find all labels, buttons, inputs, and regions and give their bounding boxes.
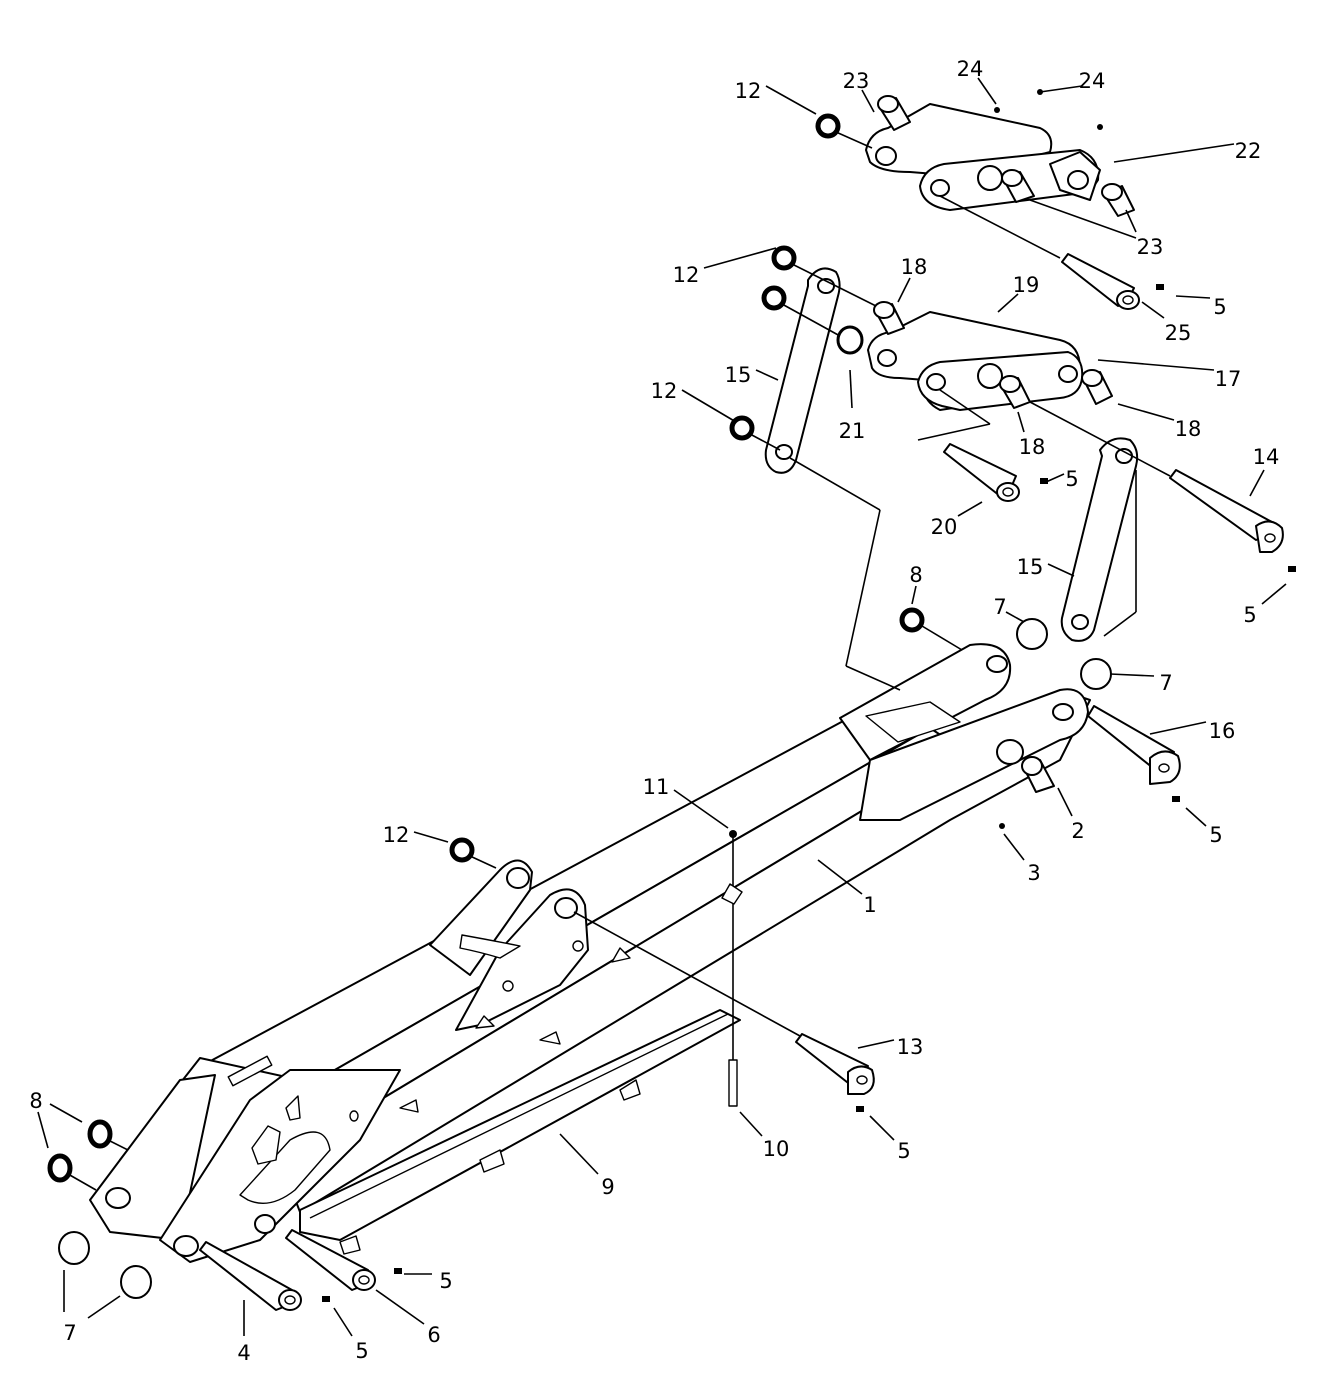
callout-leader-c5a <box>1175 295 1211 299</box>
callout-leader-c20 <box>957 501 983 517</box>
tie-rod <box>299 1009 741 1255</box>
callout-label-c2: 2 <box>1071 819 1084 843</box>
callout-leader-c8c <box>37 1111 49 1149</box>
callout-leader-c8a <box>911 585 917 605</box>
upper-link <box>764 267 841 474</box>
callout-leader-c9 <box>559 1133 599 1175</box>
callout-label-c23a: 23 <box>843 69 870 93</box>
callout-leader-c23c <box>1029 199 1137 239</box>
callout-leader-c5g <box>333 1307 353 1337</box>
callout-leader-c15b <box>1047 563 1075 577</box>
callout-leader-c5e <box>869 1115 895 1141</box>
callout-label-c18a: 18 <box>901 255 928 279</box>
callout-leader-c12a <box>765 85 817 115</box>
callout-label-c20: 20 <box>931 515 958 539</box>
callout-leader-c7a <box>1005 611 1025 623</box>
seal-rings <box>47 113 1112 1299</box>
callout-leader-c7b <box>1109 673 1155 677</box>
callout-label-c7a: 7 <box>993 595 1006 619</box>
callout-label-c5d: 5 <box>1209 823 1222 847</box>
callout-label-c22: 22 <box>1235 139 1262 163</box>
lower-link <box>1060 437 1139 642</box>
callout-leader-c17 <box>1097 359 1215 371</box>
callout-leader-c18c <box>1017 411 1025 433</box>
callout-leader-c19 <box>997 293 1019 313</box>
callout-label-c15b: 15 <box>1017 555 1044 579</box>
callout-label-c13: 13 <box>897 1035 924 1059</box>
callout-leader-c12c <box>681 389 737 423</box>
callout-leader-c3 <box>1003 833 1025 861</box>
callout-label-c7b: 7 <box>1159 671 1172 695</box>
callout-leader-c2 <box>1057 787 1073 817</box>
callout-label-c5c: 5 <box>1243 603 1256 627</box>
callout-label-c5b: 5 <box>1065 467 1078 491</box>
callout-leader-c24b <box>1039 85 1083 93</box>
screws <box>322 284 1296 1302</box>
callout-leader-c1 <box>817 859 863 895</box>
callout-label-c23b: 23 <box>1137 235 1164 259</box>
callout-label-c19: 19 <box>1013 273 1040 297</box>
callout-label-c18c: 18 <box>1019 435 1046 459</box>
callout-label-c5f: 5 <box>439 1269 452 1293</box>
callout-label-c18b: 18 <box>1175 417 1202 441</box>
pins <box>199 253 1284 1311</box>
callout-label-c5a: 5 <box>1213 295 1226 319</box>
callout-label-c4: 4 <box>237 1341 250 1365</box>
bellcrank-22 <box>865 89 1103 211</box>
callout-label-c12c: 12 <box>651 379 678 403</box>
callout-leader-c14 <box>1249 469 1265 497</box>
callout-label-c12d: 12 <box>383 823 410 847</box>
callout-leader-c6 <box>375 1289 425 1325</box>
callout-label-c11: 11 <box>643 775 670 799</box>
callout-leader-c7d <box>87 1295 121 1319</box>
drain-tube-assembly <box>475 830 743 1107</box>
callout-label-c25: 25 <box>1165 321 1192 345</box>
callout-label-c9: 9 <box>601 1175 614 1199</box>
callout-leader-c24a <box>977 77 997 105</box>
callout-label-c7c: 7 <box>63 1321 76 1345</box>
callout-label-c1: 1 <box>863 893 876 917</box>
callout-label-c14: 14 <box>1253 445 1280 469</box>
callout-leader-c21 <box>849 369 853 409</box>
callout-leader-c16 <box>1149 721 1207 735</box>
main-boom <box>89 643 1091 1263</box>
callout-leader-c12b <box>703 247 777 269</box>
callout-leader-c13 <box>857 1039 895 1049</box>
callout-label-c5e: 5 <box>897 1139 910 1163</box>
callout-leader-c18a <box>897 277 911 303</box>
callout-label-c3: 3 <box>1027 861 1040 885</box>
callout-leader-c12d <box>413 831 449 843</box>
callout-leader-c10 <box>739 1111 763 1137</box>
callout-leader-c18b <box>1117 403 1175 421</box>
bushings <box>873 95 1135 829</box>
callout-leader-c23a <box>861 89 875 113</box>
assembly-lines <box>67 131 1171 1191</box>
callout-label-c15a: 15 <box>725 363 752 387</box>
callout-label-c12b: 12 <box>673 263 700 287</box>
callout-label-c10: 10 <box>763 1137 790 1161</box>
callout-label-c5g: 5 <box>355 1339 368 1363</box>
callout-leader-c15a <box>755 369 779 381</box>
callout-label-c8b: 8 <box>29 1089 42 1113</box>
callout-label-c16: 16 <box>1209 719 1236 743</box>
callout-label-c21: 21 <box>839 419 866 443</box>
callout-label-c17: 17 <box>1215 367 1242 391</box>
callout-leader-c23b <box>1125 209 1137 233</box>
callout-leader-c5d <box>1185 807 1207 827</box>
callout-leader-c22 <box>1113 143 1235 163</box>
callout-leader-c5c <box>1261 583 1287 605</box>
callout-leader-c11 <box>673 789 729 829</box>
callout-leader-c8b <box>49 1103 83 1123</box>
callout-leader-c5b <box>1045 473 1065 483</box>
callout-label-c24b: 24 <box>1079 69 1106 93</box>
callout-label-c12a: 12 <box>735 79 762 103</box>
callout-label-c8a: 8 <box>909 563 922 587</box>
callout-leader-c25 <box>1141 301 1165 319</box>
callout-label-c6: 6 <box>427 1323 440 1347</box>
callout-label-c24a: 24 <box>957 57 984 81</box>
